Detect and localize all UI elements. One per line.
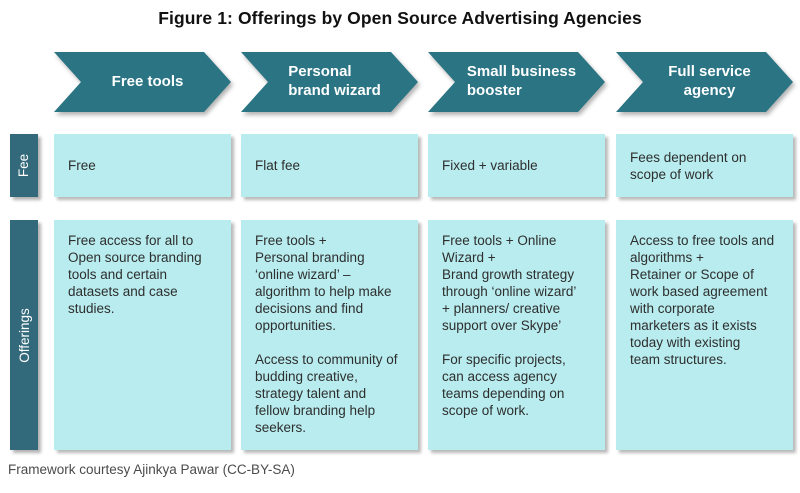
row-label-fee: Fee	[10, 134, 38, 197]
fee-text: Free	[68, 158, 96, 173]
chevron-arrow-shape: Small business booster	[428, 52, 605, 112]
chevron-arrow-shape: Full service agency	[616, 52, 793, 112]
offering-text: Access to free tools and algorithms + Re…	[630, 233, 775, 367]
arrow-small-business-booster: Small business booster	[428, 52, 605, 112]
arrow-label: Free tools	[111, 72, 184, 90]
offering-cell-small-business-booster: Free tools + Online Wizard + Brand growt…	[428, 220, 605, 450]
fee-text: Flat fee	[255, 158, 301, 173]
offering-text: Free tools + Online Wizard + Brand growt…	[442, 233, 577, 418]
offering-cell-full-service-agency: Access to free tools and algorithms + Re…	[616, 220, 793, 450]
offering-text: Free tools + Personal branding ‘online w…	[255, 233, 398, 435]
arrow-label: Personal brand wizard	[288, 63, 381, 99]
fee-cell-personal-brand-wizard: Flat fee	[241, 134, 418, 197]
page-title: Figure 1: Offerings by Open Source Adver…	[158, 8, 642, 28]
row-label-fee-text: Fee	[16, 153, 32, 178]
fee-cell-free-tools: Free	[54, 134, 231, 197]
row-label-offerings-text: Offerings	[16, 307, 32, 363]
footer-credit: Framework courtesy Ajinkya Pawar (CC-BY-…	[8, 462, 295, 477]
offering-text: Free access for all to Open source brand…	[68, 233, 202, 316]
chevron-arrow-shape: Personal brand wizard	[241, 52, 418, 112]
arrow-label: Full service agency	[668, 63, 751, 99]
row-label-offerings: Offerings	[10, 220, 38, 450]
arrow-full-service-agency: Full service agency	[616, 52, 793, 112]
arrow-personal-brand-wizard: Personal brand wizard	[241, 52, 418, 112]
fee-text: Fees dependent on scope of work	[630, 149, 747, 182]
fee-cell-small-business-booster: Fixed + variable	[428, 134, 605, 197]
offering-cell-free-tools: Free access for all to Open source brand…	[54, 220, 231, 450]
fee-cell-full-service-agency: Fees dependent on scope of work	[616, 134, 793, 197]
offering-cell-personal-brand-wizard: Free tools + Personal branding ‘online w…	[241, 220, 418, 450]
fee-text: Fixed + variable	[442, 158, 538, 173]
arrow-label: Small business booster	[466, 63, 577, 99]
chevron-arrow-shape: Free tools	[54, 52, 231, 112]
arrow-free-tools: Free tools	[54, 52, 231, 112]
